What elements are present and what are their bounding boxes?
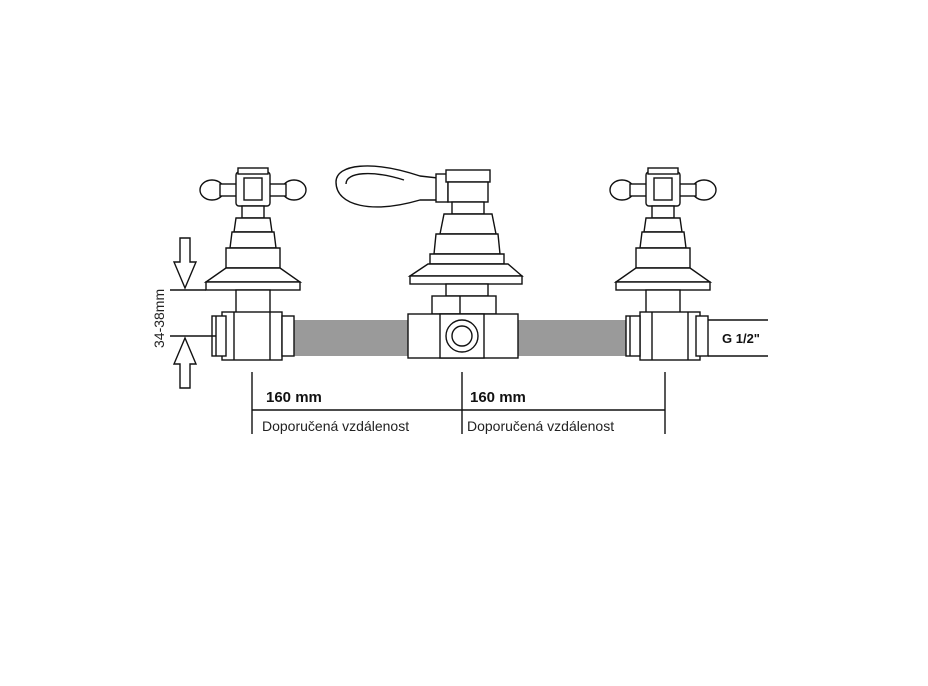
- center-lever-mixer: [335, 165, 524, 359]
- spacing-left-value: 160 mm: [266, 389, 322, 406]
- depth-dimension: [170, 237, 216, 389]
- spacing-dimension-lines: [251, 372, 666, 434]
- spacing-right-value: 160 mm: [470, 389, 526, 406]
- pipe-left: [292, 320, 410, 356]
- thread-outlet: [708, 319, 768, 357]
- pipe-right: [516, 320, 626, 356]
- left-cross-handle-valve: [199, 167, 307, 361]
- connecting-pipes: [292, 320, 626, 356]
- depth-label: 34-38mm: [151, 289, 167, 348]
- thread-label: G 1/2": [722, 331, 760, 346]
- spacing-left-caption: Doporučená vzdálenost: [262, 418, 409, 434]
- spacing-right-caption: Doporučená vzdálenost: [467, 418, 614, 434]
- right-cross-handle-valve: [609, 167, 717, 361]
